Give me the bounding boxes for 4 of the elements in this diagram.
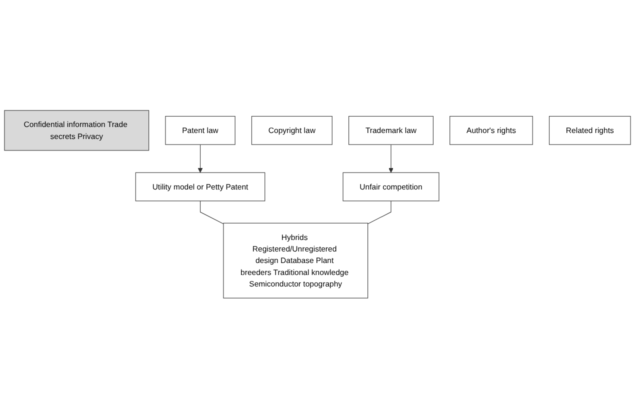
arrow bbox=[388, 144, 394, 174]
connector bbox=[200, 200, 224, 224]
arrow bbox=[198, 144, 203, 174]
connector bbox=[368, 200, 392, 224]
